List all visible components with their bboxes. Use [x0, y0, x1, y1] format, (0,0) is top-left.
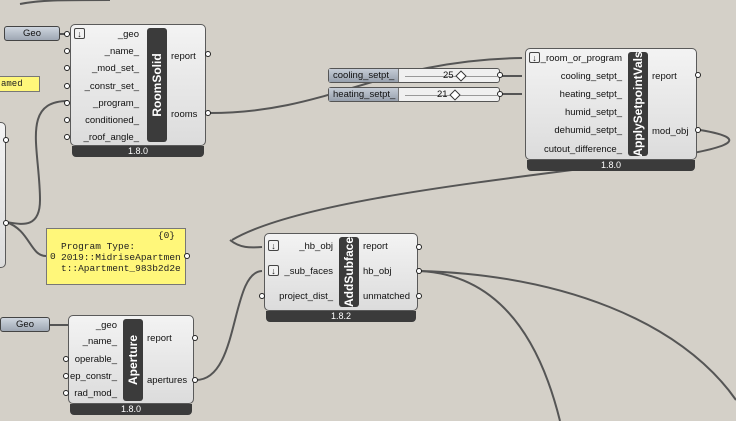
input-ep-constr[interactable]: ep_constr_ — [69, 371, 117, 382]
output-grip[interactable] — [3, 220, 9, 226]
component-title: Aperture — [126, 334, 140, 386]
output-unmatched[interactable]: unmatched — [363, 291, 411, 302]
input-grip[interactable] — [64, 65, 70, 71]
component-title-bar: Aperture — [123, 319, 143, 401]
output-grip[interactable] — [192, 335, 198, 341]
output-report[interactable]: report — [147, 333, 172, 344]
component-title-bar: RoomSolid — [147, 28, 167, 142]
apply-setpoint-component[interactable]: ↓ _room_or_program cooling_setpt_ heatin… — [525, 48, 697, 160]
input-constr-set[interactable]: _constr_set_ — [84, 81, 139, 92]
panel-text: amed — [1, 79, 23, 89]
input-humid-setpt[interactable]: humid_setpt_ — [564, 107, 622, 118]
apply-setpoint-version: 1.8.0 — [527, 160, 695, 171]
input-grip[interactable] — [64, 83, 70, 89]
input-conditioned[interactable]: conditioned_ — [85, 115, 139, 126]
input-room-or-program[interactable]: _room_or_program — [540, 53, 622, 64]
output-report[interactable]: report — [363, 241, 388, 252]
output-mod-obj[interactable]: mod_obj — [652, 126, 689, 137]
input-geo[interactable]: _geo — [117, 29, 139, 40]
component-title-bar: AddSubface — [339, 237, 359, 307]
output-grip[interactable] — [416, 244, 422, 250]
output-grip[interactable] — [497, 72, 503, 78]
panel-text: Program Type: 2019::MidriseApartmen t::A… — [61, 241, 181, 274]
component-title: AddSubface — [342, 236, 356, 308]
input-grip[interactable] — [64, 100, 70, 106]
slider-value: 21 — [437, 89, 448, 100]
download-arrow-icon[interactable]: ↓ — [74, 28, 85, 39]
input-project-dist[interactable]: project_dist_ — [279, 291, 333, 302]
input-program[interactable]: _program_ — [93, 98, 139, 109]
output-apertures[interactable]: apertures — [147, 375, 188, 386]
input-name[interactable]: _name_ — [104, 46, 139, 57]
cooling-setpoint-slider[interactable]: cooling_setpt_ 25 — [328, 68, 500, 83]
output-grip[interactable] — [205, 51, 211, 57]
input-cooling-setpt[interactable]: cooling_setpt_ — [560, 71, 622, 82]
input-grip[interactable] — [64, 134, 70, 140]
room-solid-version: 1.8.0 — [72, 146, 204, 157]
output-hb-obj[interactable]: hb_obj — [363, 266, 392, 277]
input-rad-mod[interactable]: rad_mod_ — [74, 388, 117, 399]
output-grip[interactable] — [416, 268, 422, 274]
aperture-version: 1.8.0 — [70, 404, 192, 415]
input-grip[interactable] — [64, 31, 70, 37]
name-panel-cropped[interactable]: amed — [0, 76, 40, 92]
aperture-component[interactable]: _geo _name_ operable_ ep_constr_ rad_mod… — [68, 315, 194, 404]
input-dehumid-setpt[interactable]: dehumid_setpt_ — [554, 125, 622, 136]
input-roof-angle[interactable]: _roof_angle_ — [83, 132, 139, 143]
add-subface-version: 1.8.2 — [266, 311, 416, 322]
output-grip[interactable] — [205, 110, 211, 116]
output-grip[interactable] — [192, 377, 198, 383]
program-type-panel[interactable]: {0} 0 Program Type: 2019::MidriseApartme… — [46, 228, 186, 285]
input-grip[interactable] — [259, 293, 265, 299]
input-hb-obj[interactable]: _hb_obj — [299, 241, 333, 252]
input-heating-setpt[interactable]: heating_setpt_ — [559, 89, 622, 100]
output-grip[interactable] — [3, 137, 9, 143]
cropped-component[interactable] — [0, 122, 9, 268]
output-rooms[interactable]: rooms — [171, 109, 198, 120]
output-report[interactable]: report — [652, 71, 677, 82]
input-grip[interactable] — [64, 117, 70, 123]
input-cutout-difference[interactable]: cutout_difference_ — [544, 144, 622, 155]
input-geo[interactable]: _geo — [95, 320, 117, 331]
slider-knob[interactable] — [449, 89, 461, 101]
download-arrow-icon[interactable]: ↓ — [529, 52, 540, 63]
download-arrow-icon[interactable]: ↓ — [268, 240, 279, 251]
slider-label: cooling_setpt_ — [329, 69, 399, 82]
input-grip[interactable] — [64, 48, 70, 54]
component-title: ApplySetpointVals — [631, 51, 645, 157]
geo-parameter-bottom[interactable]: Geo — [0, 317, 50, 332]
input-grip[interactable] — [63, 373, 69, 379]
slider-value: 25 — [443, 70, 454, 81]
output-grip[interactable] — [695, 72, 701, 78]
slider-label: heating_setpt_ — [329, 88, 399, 101]
output-grip[interactable] — [497, 91, 503, 97]
panel-path: {0} — [157, 230, 175, 241]
input-mod-set[interactable]: _mod_set_ — [91, 63, 139, 74]
input-operable[interactable]: operable_ — [74, 354, 117, 365]
panel-index: 0 — [50, 251, 56, 262]
slider-track[interactable] — [405, 76, 497, 77]
output-grip[interactable] — [416, 293, 422, 299]
component-title: RoomSolid — [150, 53, 164, 117]
output-report[interactable]: report — [171, 51, 196, 62]
output-grip[interactable] — [695, 127, 701, 133]
input-sub-faces[interactable]: _sub_faces — [284, 266, 333, 277]
input-grip[interactable] — [63, 356, 69, 362]
component-title-bar: ApplySetpointVals — [628, 51, 648, 157]
room-solid-component[interactable]: ↓ _geo _name_ _mod_set_ _constr_set_ _pr… — [70, 24, 206, 146]
add-subface-component[interactable]: ↓ ↓ _hb_obj _sub_faces project_dist_ Add… — [264, 233, 418, 311]
geo-parameter-top[interactable]: Geo — [4, 26, 60, 41]
slider-knob[interactable] — [455, 70, 467, 82]
download-arrow-icon[interactable]: ↓ — [268, 265, 279, 276]
heating-setpoint-slider[interactable]: heating_setpt_ 21 — [328, 87, 500, 102]
input-name[interactable]: _name_ — [82, 336, 117, 347]
output-grip[interactable] — [184, 253, 190, 259]
input-grip[interactable] — [63, 390, 69, 396]
